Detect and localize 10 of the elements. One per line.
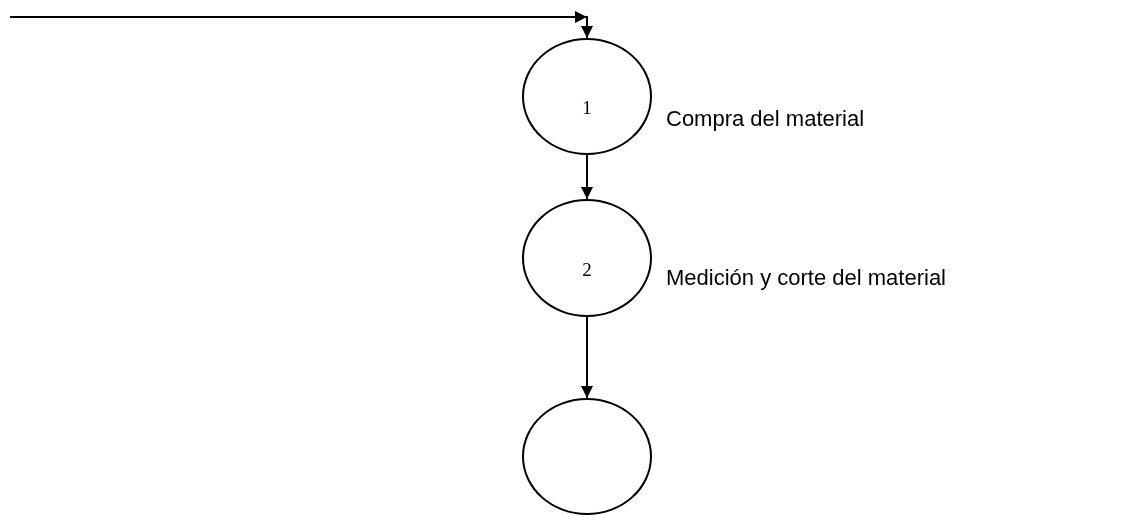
- process-circle: [522, 38, 652, 155]
- process-circle: [522, 199, 652, 317]
- process-circle: [522, 398, 652, 515]
- step-number: 1: [582, 97, 592, 119]
- step-number: 2: [582, 259, 592, 281]
- arrow: [9, 11, 593, 39]
- arrow: [581, 154, 593, 200]
- arrow: [581, 316, 593, 399]
- step-description: Compra del material: [666, 106, 865, 132]
- step-description: Medición y corte del material: [666, 265, 946, 291]
